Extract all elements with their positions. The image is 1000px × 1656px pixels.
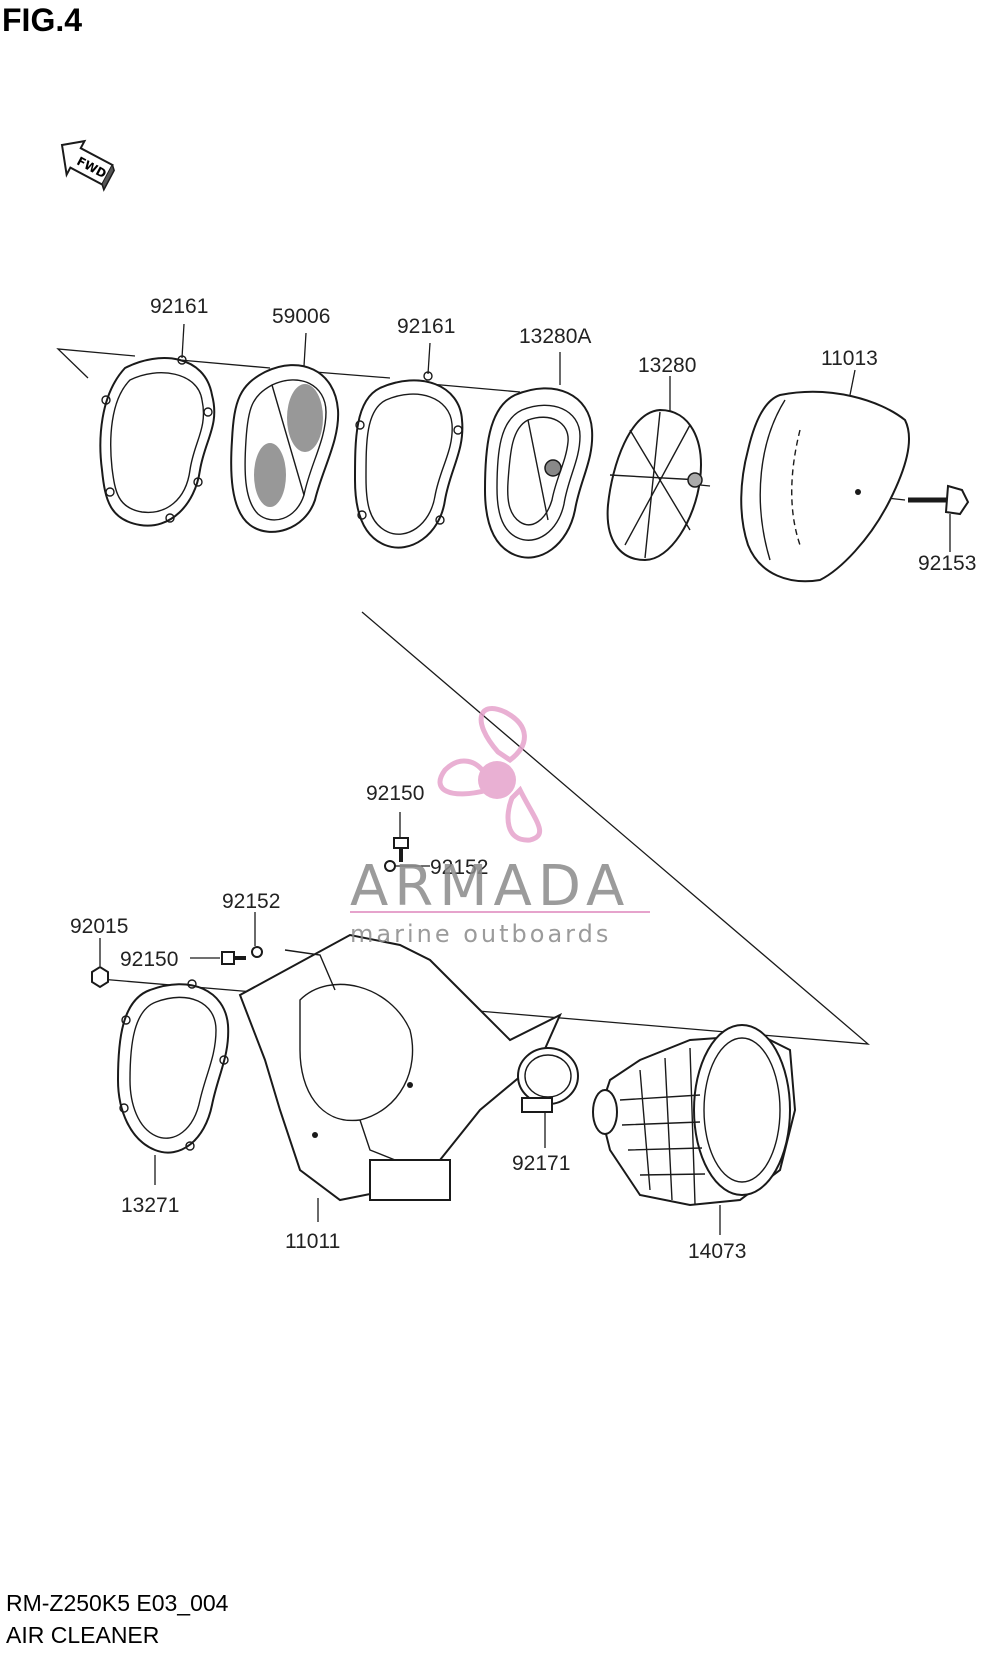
clamp-92171 [517, 1047, 579, 1113]
gasket-92161-b [353, 371, 464, 549]
part-label-11013: 11013 [821, 347, 878, 370]
air-cleaner-case-11011 [238, 933, 563, 1202]
part-label-92152-b: 92152 [222, 890, 280, 913]
screen-59006 [230, 364, 340, 533]
inlet-duct-14073 [592, 1024, 797, 1207]
part-label-92015: 92015 [70, 915, 128, 938]
part-label-92150-b: 92150 [120, 948, 178, 971]
part-label-13271: 13271 [121, 1194, 179, 1217]
bolt-92150-b [221, 951, 246, 965]
air-filter-element-11013 [740, 390, 911, 583]
wing-bolt-92153 [908, 484, 970, 516]
part-label-92161-b: 92161 [397, 315, 455, 338]
watermark-tagline: marine outboards [350, 920, 611, 948]
watermark-brand: ARMADA [350, 854, 630, 919]
part-label-13280A: 13280A [519, 325, 591, 348]
filter-frame-13280 [606, 408, 703, 562]
bolt-92150-a [393, 837, 409, 862]
part-label-11011: 11011 [285, 1230, 340, 1253]
nut-92015 [91, 965, 109, 989]
gasket-92161-a [99, 355, 216, 527]
section-name: AIR CLEANER [6, 1622, 160, 1648]
part-label-92153: 92153 [918, 552, 976, 575]
reference-line [99, 611, 870, 1045]
propeller-logo-icon [437, 706, 543, 843]
model-code: RM-Z250K5 E03_004 [6, 1590, 229, 1616]
part-label-13280: 13280 [638, 354, 696, 377]
part-label-14073: 14073 [688, 1240, 746, 1263]
filter-holder-13280A [483, 387, 594, 559]
part-label-92161-a: 92161 [150, 295, 208, 318]
figure-title: FIG.4 [2, 2, 83, 38]
gasket-13271 [116, 979, 230, 1154]
washer-92152-b [251, 946, 263, 958]
fwd-arrow-icon: FWD [60, 139, 115, 192]
part-label-92171: 92171 [512, 1152, 570, 1175]
part-label-92150-a: 92150 [366, 782, 424, 805]
reference-line [56, 348, 136, 379]
part-label-92152-a: 92152 [430, 856, 488, 879]
part-label-59006: 59006 [272, 305, 330, 328]
watermark: ARMADA marine outboards [350, 706, 650, 948]
washer-92152-a [384, 860, 396, 872]
